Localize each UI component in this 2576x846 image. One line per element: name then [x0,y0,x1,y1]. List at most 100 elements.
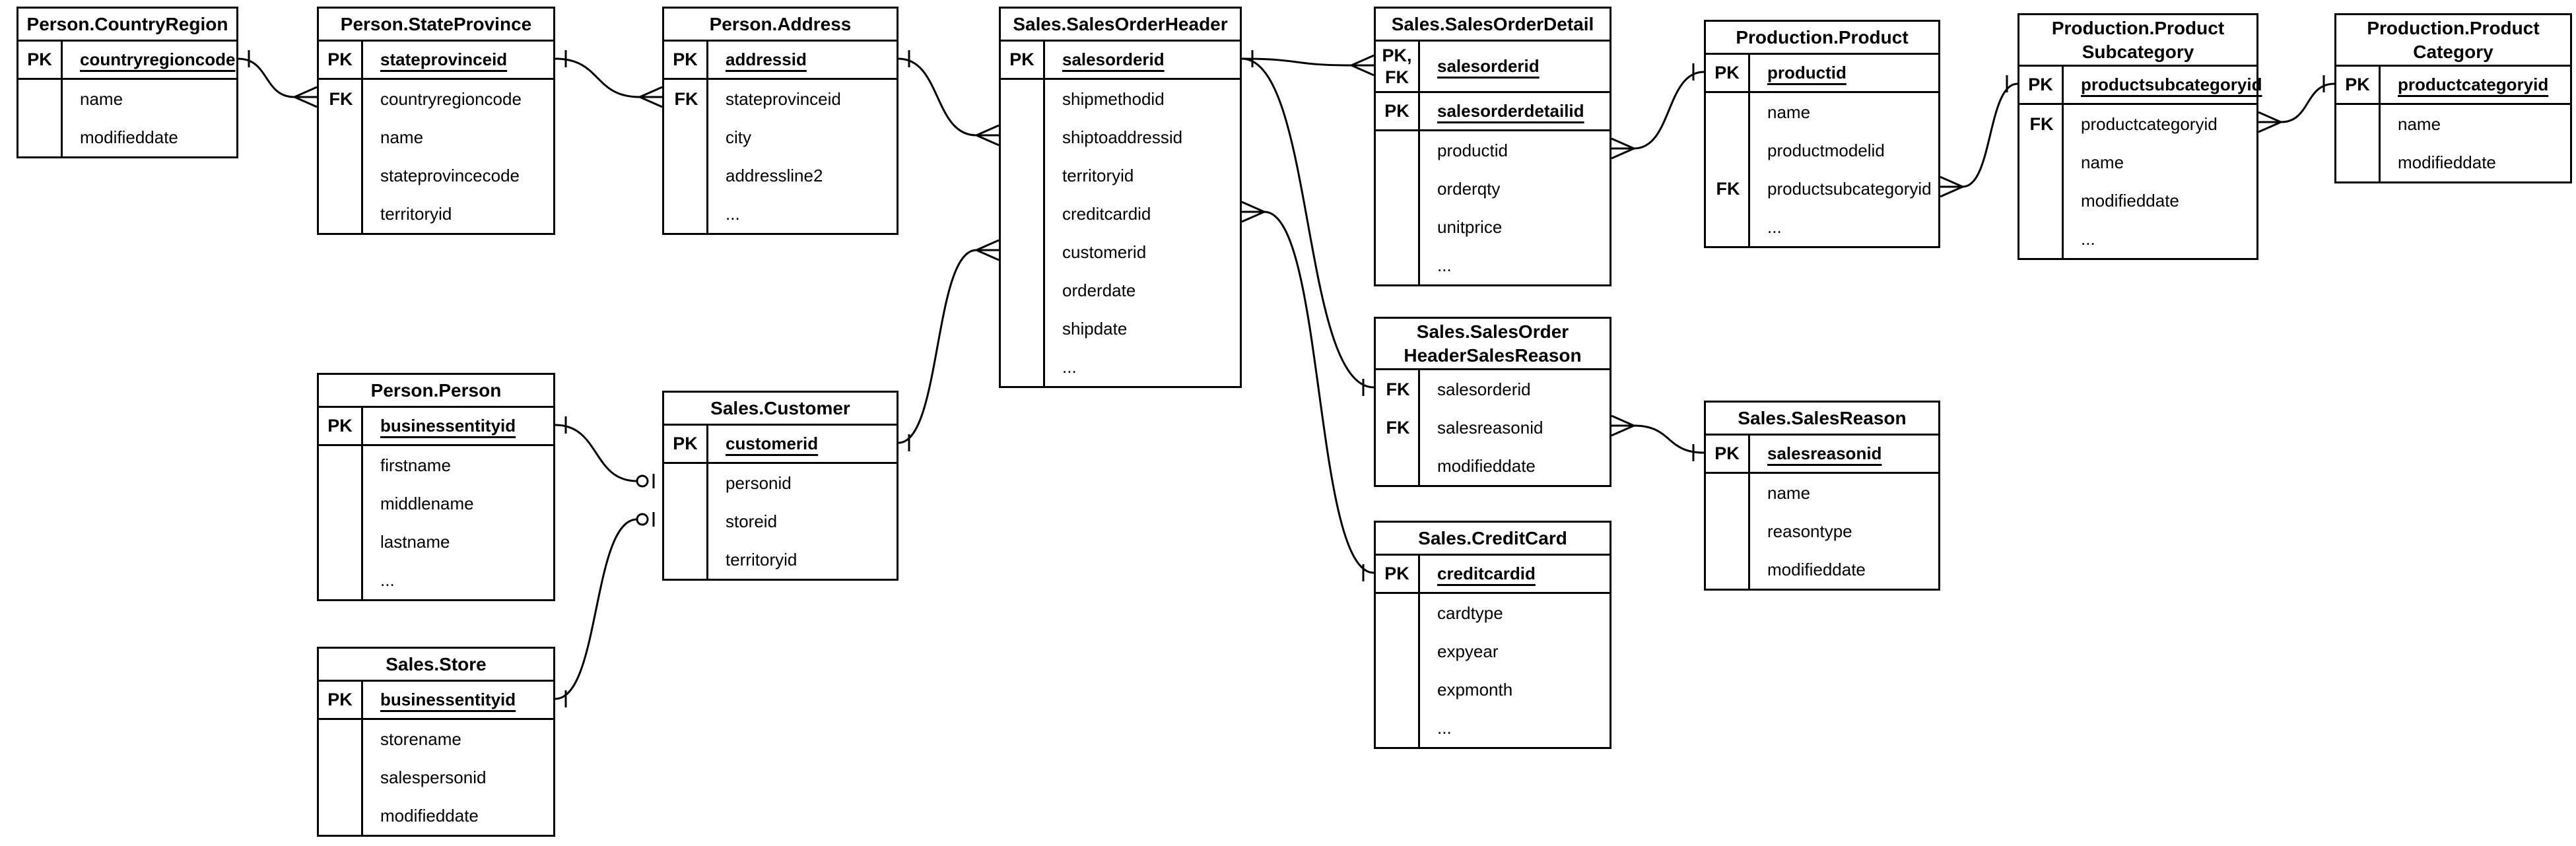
field-name: ... [1767,216,1782,237]
key-label: PK [319,408,363,444]
connector-person-countryregion-person-stateprovince[interactable] [238,50,318,108]
field-row: storename [319,720,553,758]
field-row: name [1706,93,1938,131]
connector-path[interactable] [238,57,295,98]
key-label [1706,131,1750,170]
field-row: orderdate [1001,271,1240,309]
connector-person-stateprovince-person-address[interactable] [555,50,663,108]
key-column-divider [361,446,363,599]
key-label: FK [329,88,353,109]
key-label [319,446,363,484]
connector-path[interactable] [1241,57,1352,67]
field-name: salesorderdetailid [1437,101,1584,121]
field-name: salesorderid [1437,379,1531,399]
connector-path[interactable] [555,518,638,700]
field-row: productmodelid [1706,131,1938,170]
key-label [319,797,363,835]
connector-path[interactable] [1633,424,1705,454]
key-label [1376,670,1420,709]
field-row: ... [2019,220,2256,258]
connector-path[interactable] [1633,71,1705,150]
field-row: ... [1376,246,1610,284]
connector-path[interactable] [555,424,638,482]
key-label [319,195,363,233]
connector-path[interactable] [898,57,977,137]
connector-sales-salesorderheadersalesreason-sales-salesreason[interactable] [1611,414,1705,461]
connector-path[interactable] [898,249,977,444]
connector-production-productsubcategory-production-productcategory[interactable] [2258,75,2335,133]
table-title: Sales.CreditCard [1376,523,1610,556]
field-row: name [319,118,553,156]
connector-sales-customer-sales-salesorderheader[interactable] [898,239,1000,451]
table-title: Production.Product Subcategory [2019,15,2256,67]
connector-path[interactable] [2280,82,2335,123]
field-name: cardtype [1437,602,1503,623]
field-name: reasontype [1767,521,1852,541]
field-name: territoryid [726,549,797,569]
connector-sales-salesorderheader-sales-creditcard[interactable] [1241,201,1374,581]
field-row: modifieddate [2019,181,2256,220]
connector-sales-salesorderheader-sales-salesorderdetail[interactable] [1241,50,1374,77]
table-title: Person.Person [319,375,553,408]
field-name: middlename [380,493,474,513]
field-row: ... [319,561,553,599]
field-name: ... [380,569,395,590]
key-label [664,502,708,540]
field-name: expmonth [1437,679,1513,700]
connector-path[interactable] [1962,82,2018,188]
connector-sales-salesorderheader-sales-salesorderheadersalesreason[interactable] [1241,50,1374,396]
field-row: shiptoaddressid [1001,118,1240,156]
field-name: businessentityid [380,416,516,436]
field-name: productid [1437,140,1508,160]
key-label: FK [674,88,698,109]
field-name: name [380,127,424,147]
field-name: orderdate [1062,280,1136,300]
field-row: orderqty [1376,170,1610,208]
connector-sales-store-sales-customer[interactable] [555,512,655,707]
key-label: PK [1376,556,1420,592]
connector-person-person-sales-customer[interactable] [555,416,655,488]
field-name: lastname [380,531,450,552]
field-name: countryregioncode [380,88,522,109]
field-row: city [664,118,897,156]
field-row: ... [1001,348,1240,386]
key-label: PK [2336,67,2381,103]
connector-path[interactable] [1241,57,1374,389]
field-row: ... [1376,709,1610,747]
zero-cardinality-circle [636,474,649,488]
key-label: PK [664,426,708,462]
connector-person-address-sales-salesorderheader[interactable] [898,50,1000,146]
connector-path[interactable] [1264,211,1374,574]
connector-production-product-production-productsubcategory[interactable] [1940,75,2018,198]
connector-sales-salesorderdetail-production-product[interactable] [1611,63,1705,160]
key-label [1376,447,1420,485]
connector-path[interactable] [555,57,640,98]
field-row: personid [664,464,897,502]
field-row: ... [664,195,897,233]
